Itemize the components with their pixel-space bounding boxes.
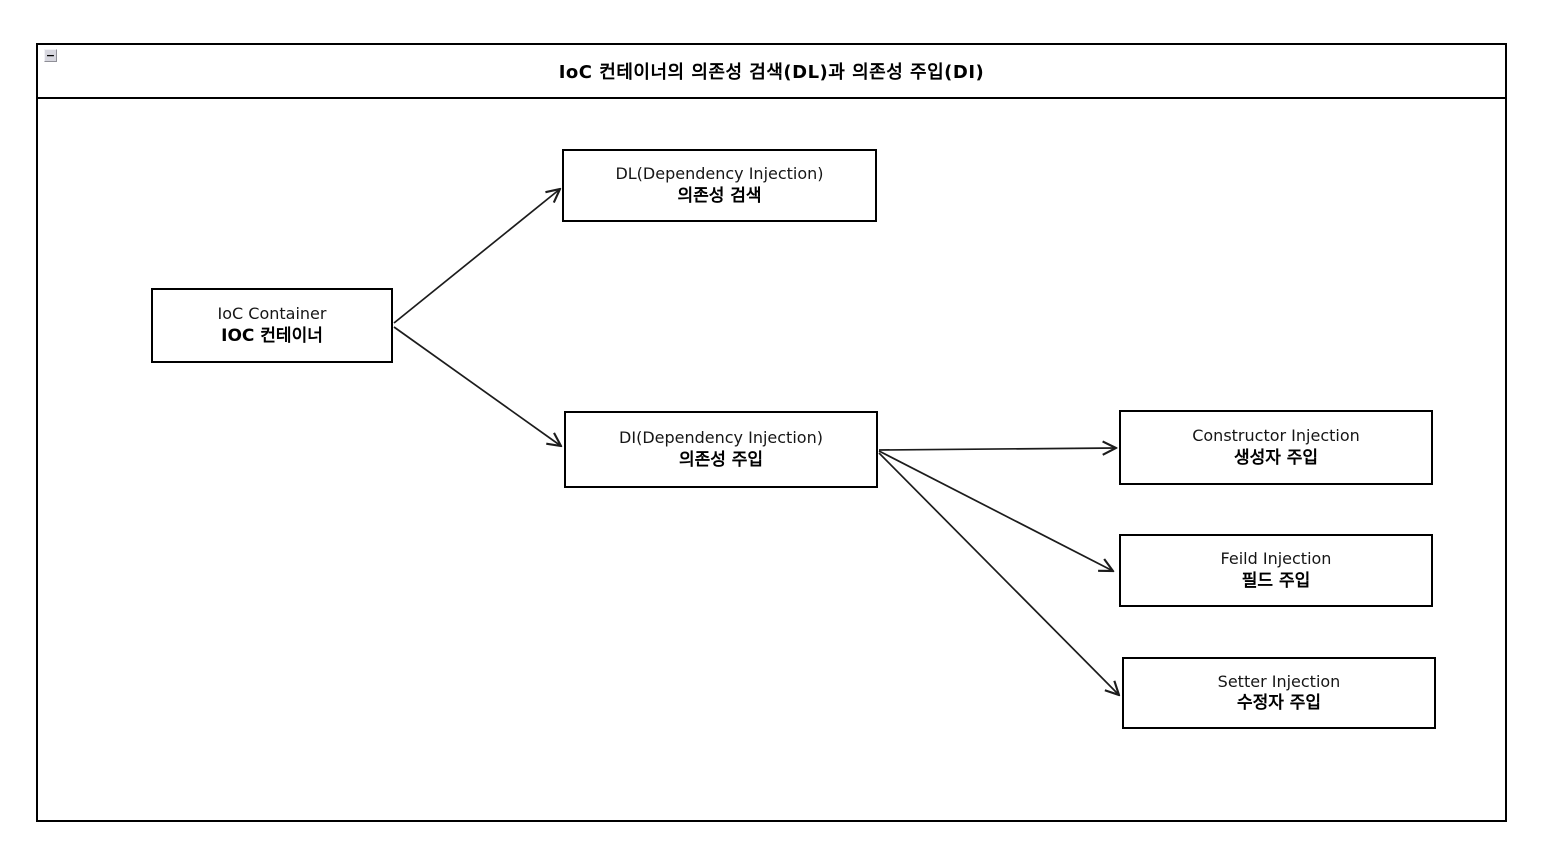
node-label-en: IoC Container — [217, 304, 327, 324]
node-label-ko: 의존성 주입 — [678, 449, 764, 470]
node-label-en: Setter Injection — [1217, 671, 1341, 691]
node-label-en: DI(Dependency Injection) — [619, 428, 823, 448]
node-label-en: Constructor Injection — [1192, 426, 1360, 446]
node-label-ko: IOC 컨테이너 — [221, 325, 323, 346]
node-label-en: Feild Injection — [1220, 549, 1332, 569]
node-dependency-lookup[interactable]: DL(Dependency Injection) 의존성 검색 — [562, 149, 877, 222]
node-label-ko: 수정자 주입 — [1236, 693, 1322, 714]
group-titlebar: − IoC 컨테이너의 의존성 검색(DL)과 의존성 주입(DI) — [38, 45, 1505, 99]
node-label-ko: 의존성 검색 — [677, 185, 762, 206]
node-label-ko: 필드 주입 — [1241, 570, 1311, 591]
node-ioc-container[interactable]: IoC Container IOC 컨테이너 — [151, 288, 393, 363]
node-dependency-injection[interactable]: DI(Dependency Injection) 의존성 주입 — [564, 411, 878, 488]
node-setter-injection[interactable]: Setter Injection 수정자 주입 — [1122, 657, 1436, 729]
node-label-ko: 생성자 주입 — [1233, 447, 1319, 468]
diagram-title: IoC 컨테이너의 의존성 검색(DL)과 의존성 주입(DI) — [558, 62, 985, 83]
node-field-injection[interactable]: Feild Injection 필드 주입 — [1119, 534, 1433, 607]
node-constructor-injection[interactable]: Constructor Injection 생성자 주입 — [1119, 410, 1433, 485]
node-label-en: DL(Dependency Injection) — [615, 164, 824, 184]
collapse-group-icon[interactable]: − — [44, 49, 57, 62]
